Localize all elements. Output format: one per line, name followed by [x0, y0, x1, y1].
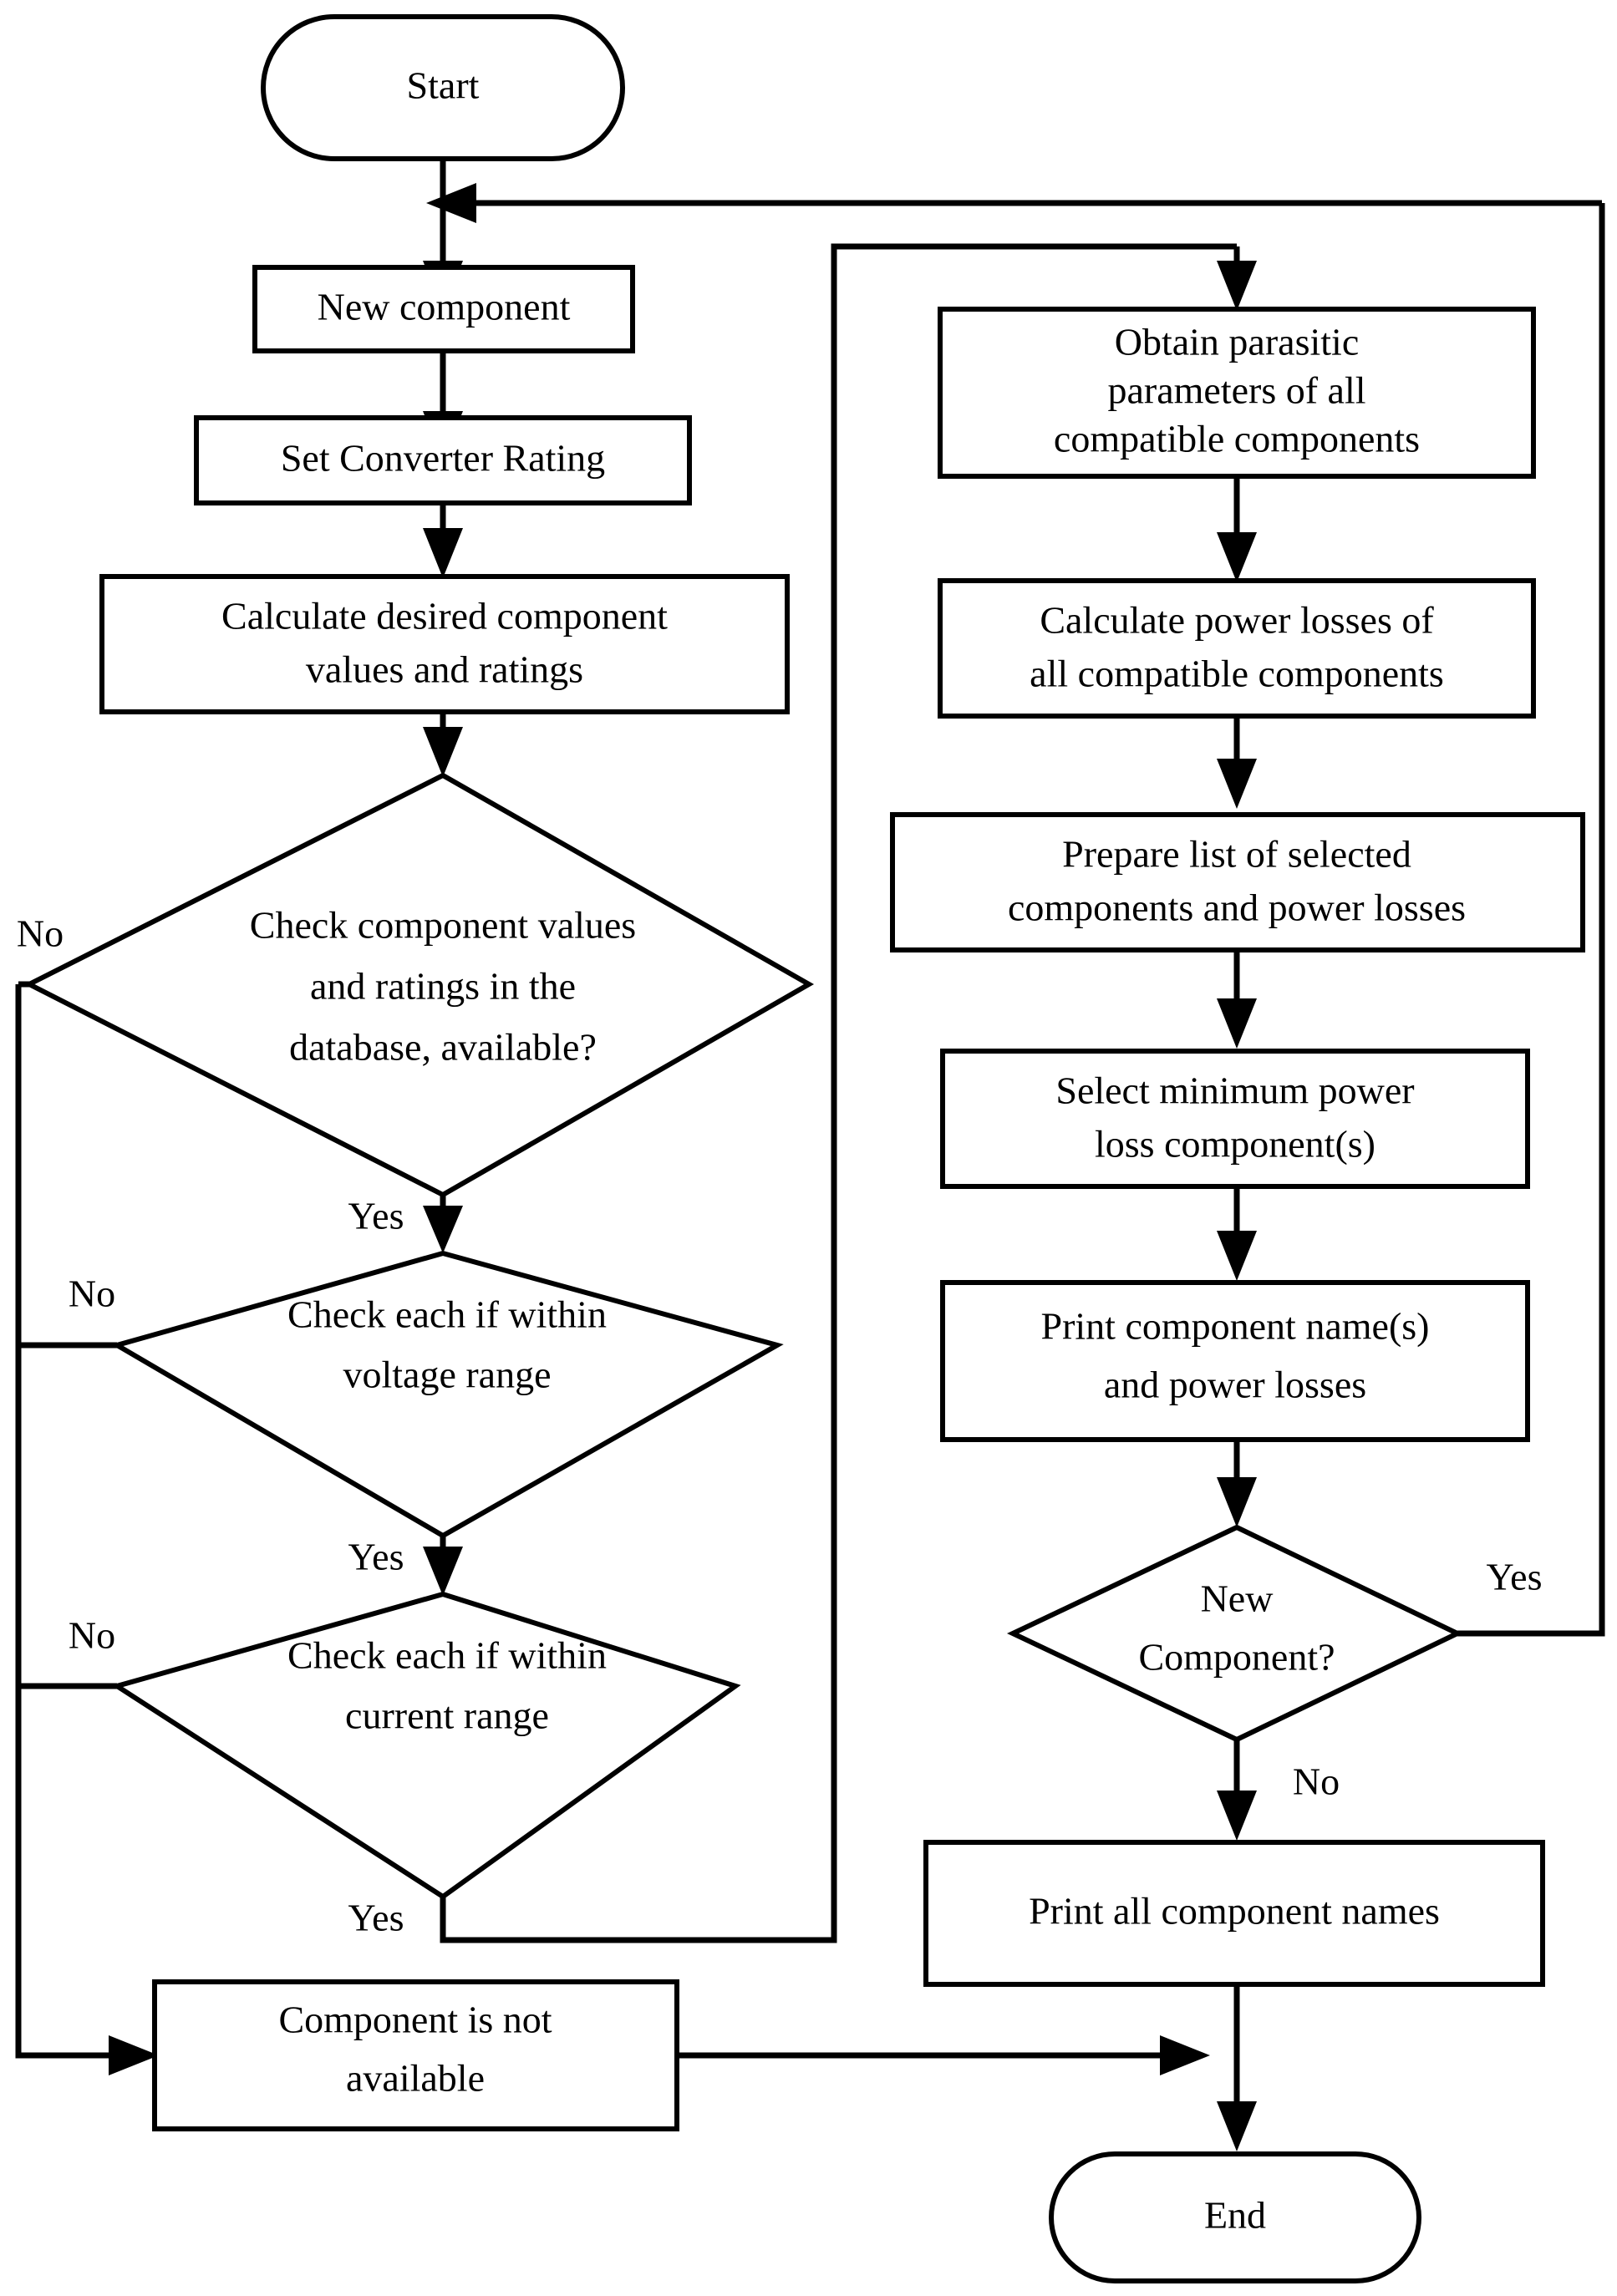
node-check-current-range-line1: Check each if within: [287, 1634, 607, 1677]
node-calculate-desired-values-line2: values and ratings: [306, 648, 583, 691]
edge-label-newcompq-no: No: [1293, 1760, 1340, 1803]
node-end-label: End: [1204, 2194, 1266, 2237]
arrowhead-to-end: [1217, 2101, 1257, 2151]
node-new-component-question: New Component?: [1006, 1524, 1463, 1743]
edge-newcompq-yes: [1457, 203, 1605, 1637]
node-select-minimum-power-loss: Select minimum power loss component(s): [940, 1049, 1530, 1189]
node-print-component-names-line2: and power losses: [1104, 1364, 1366, 1406]
edge-label-current-yes: Yes: [348, 1897, 404, 1939]
node-start: Start: [261, 14, 625, 161]
node-component-not-available: Component is not available: [152, 1979, 679, 2131]
arrowhead-voltage-yes: [423, 1547, 463, 1596]
node-calculate-power-losses: Calculate power losses of all compatible…: [938, 578, 1536, 719]
node-new-component-question-line1: New: [1201, 1577, 1274, 1620]
node-new-component: New component: [252, 265, 635, 353]
node-check-voltage-range: Check each if within voltage range: [110, 1250, 784, 1539]
node-set-converter-rating: Set Converter Rating: [194, 415, 692, 505]
node-check-voltage-range-line1: Check each if within: [287, 1293, 607, 1336]
arrowhead-to-calclosses: [1217, 532, 1257, 582]
arrowhead-to-newcompq: [1217, 1477, 1257, 1527]
node-check-database: Check component values and ratings in th…: [23, 772, 815, 1198]
node-calculate-desired-values: Calculate desired component values and r…: [99, 574, 790, 714]
node-new-component-label: New component: [318, 286, 571, 328]
node-prepare-list: Prepare list of selected components and …: [890, 812, 1585, 952]
node-check-voltage-range-line2: voltage range: [343, 1354, 551, 1396]
node-check-database-line3: database, available?: [289, 1026, 597, 1069]
arrowhead-to-checkdb: [423, 727, 463, 777]
arrowhead-to-printall: [1217, 1791, 1257, 1841]
node-print-all-component-names: Print all component names: [923, 1840, 1545, 1987]
edge-label-voltage-no: No: [69, 1272, 115, 1315]
edge-label-current-no: No: [69, 1614, 115, 1657]
node-select-minimum-line1: Select minimum power: [1055, 1069, 1414, 1112]
node-obtain-parasitic-line2: parameters of all: [1107, 369, 1365, 412]
arrowhead-to-obtain-parasitic: [1217, 261, 1257, 311]
arrowhead-notavailable-to-end: [1160, 2035, 1210, 2075]
node-prepare-list-line1: Prepare list of selected: [1062, 833, 1411, 876]
node-component-not-available-line1: Component is not: [278, 1999, 552, 2041]
edge-label-newcompq-yes: Yes: [1487, 1556, 1543, 1598]
node-calculate-power-losses-line1: Calculate power losses of: [1040, 599, 1434, 642]
node-print-component-names-line1: Print component name(s): [1040, 1305, 1429, 1348]
arrowhead-to-selectmin: [1217, 998, 1257, 1049]
node-end: End: [1049, 2151, 1421, 2283]
node-check-current-range-line2: current range: [345, 1694, 549, 1737]
edge-no-rail-to-notavailable: [15, 984, 134, 2059]
edge-label-checkdb-no: No: [17, 912, 64, 955]
node-prepare-list-line2: components and power losses: [1008, 886, 1466, 929]
node-select-minimum-line2: loss component(s): [1095, 1123, 1375, 1166]
edge-current-yes-to-obtain: [440, 243, 1237, 1943]
arrowhead-to-calcdesired: [423, 528, 463, 578]
node-check-database-line1: Check component values: [250, 904, 636, 947]
edge-label-voltage-yes: Yes: [348, 1536, 404, 1578]
node-set-converter-rating-label: Set Converter Rating: [281, 437, 605, 480]
node-new-component-question-line2: Component?: [1138, 1636, 1335, 1679]
node-obtain-parasitic-line1: Obtain parasitic: [1115, 321, 1360, 363]
node-print-all-component-names-label: Print all component names: [1029, 1890, 1440, 1933]
node-component-not-available-line2: available: [346, 2057, 485, 2100]
node-start-label: Start: [407, 64, 480, 107]
arrowhead-to-preparelist: [1217, 759, 1257, 809]
node-obtain-parasitic-parameters: Obtain parasitic parameters of all compa…: [938, 307, 1536, 479]
node-calculate-desired-values-line1: Calculate desired component: [221, 595, 668, 637]
node-print-component-names: Print component name(s) and power losses: [940, 1280, 1530, 1442]
node-calculate-power-losses-line2: all compatible components: [1030, 653, 1444, 695]
arrowhead-to-notavailable: [109, 2035, 159, 2075]
node-obtain-parasitic-line3: compatible components: [1054, 418, 1420, 460]
node-check-current-range: Check each if within current range: [110, 1591, 741, 1900]
arrowhead-checkdb-yes: [423, 1206, 463, 1253]
arrowhead-return-to-main: [426, 183, 476, 223]
edge-label-checkdb-yes: Yes: [348, 1195, 404, 1237]
node-check-database-line2: and ratings in the: [310, 965, 576, 1008]
arrowhead-to-printnames: [1217, 1231, 1257, 1281]
